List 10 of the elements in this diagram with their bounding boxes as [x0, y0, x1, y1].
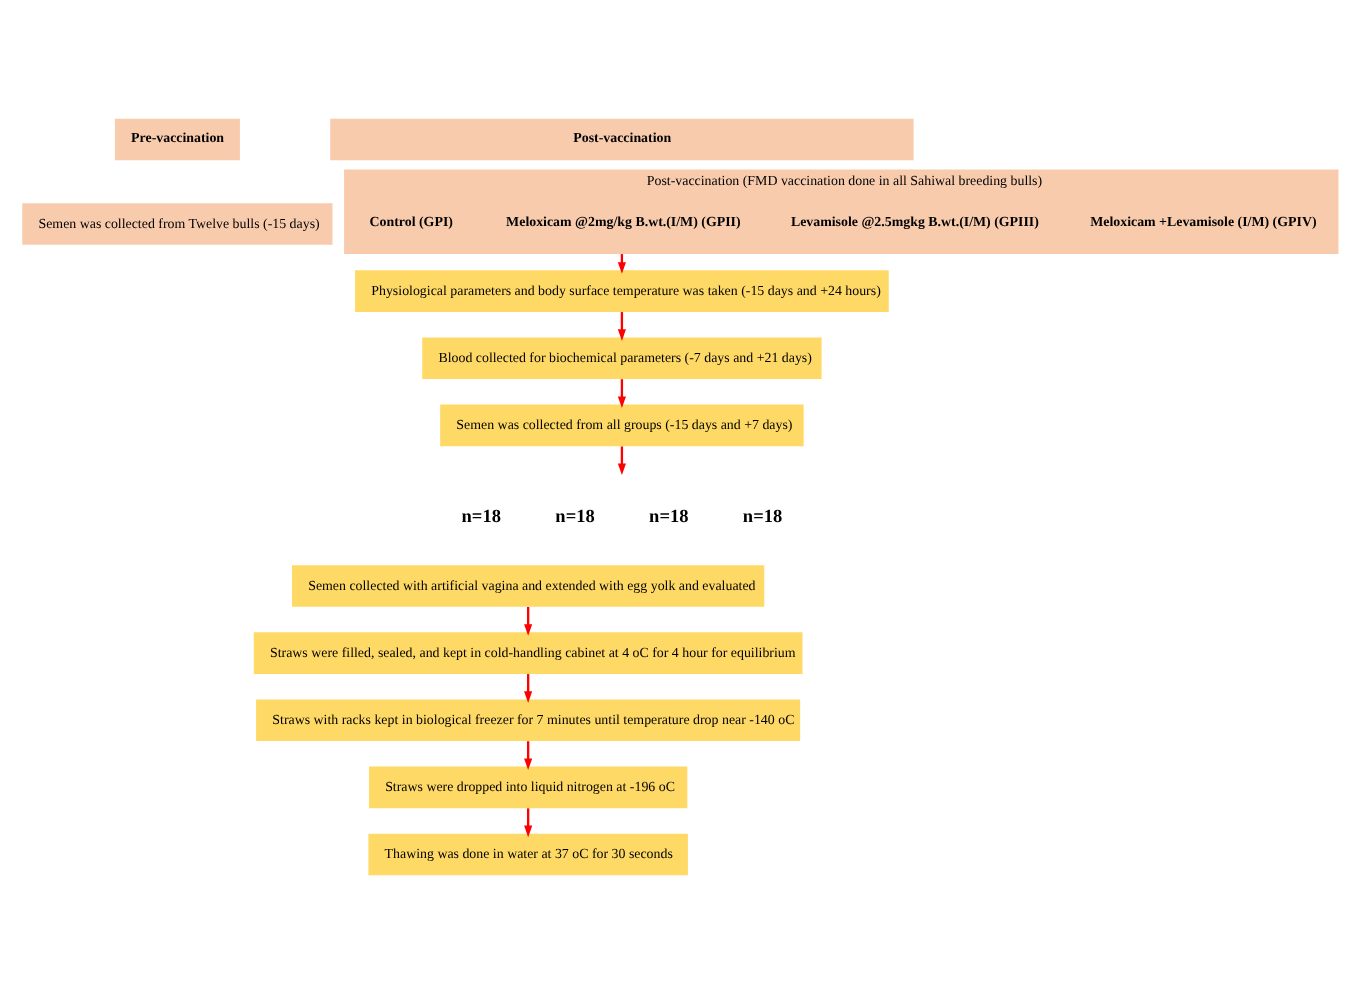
- arrow: [617, 312, 626, 341]
- label: n=18: [649, 508, 689, 529]
- arrow: [524, 674, 533, 703]
- arrow: [617, 379, 626, 409]
- arrow: [524, 808, 533, 838]
- label: n=18: [461, 508, 501, 529]
- arrow: [524, 606, 533, 636]
- label: n=18: [555, 508, 595, 529]
- arrow: [524, 741, 533, 771]
- label: n=18: [742, 508, 783, 529]
